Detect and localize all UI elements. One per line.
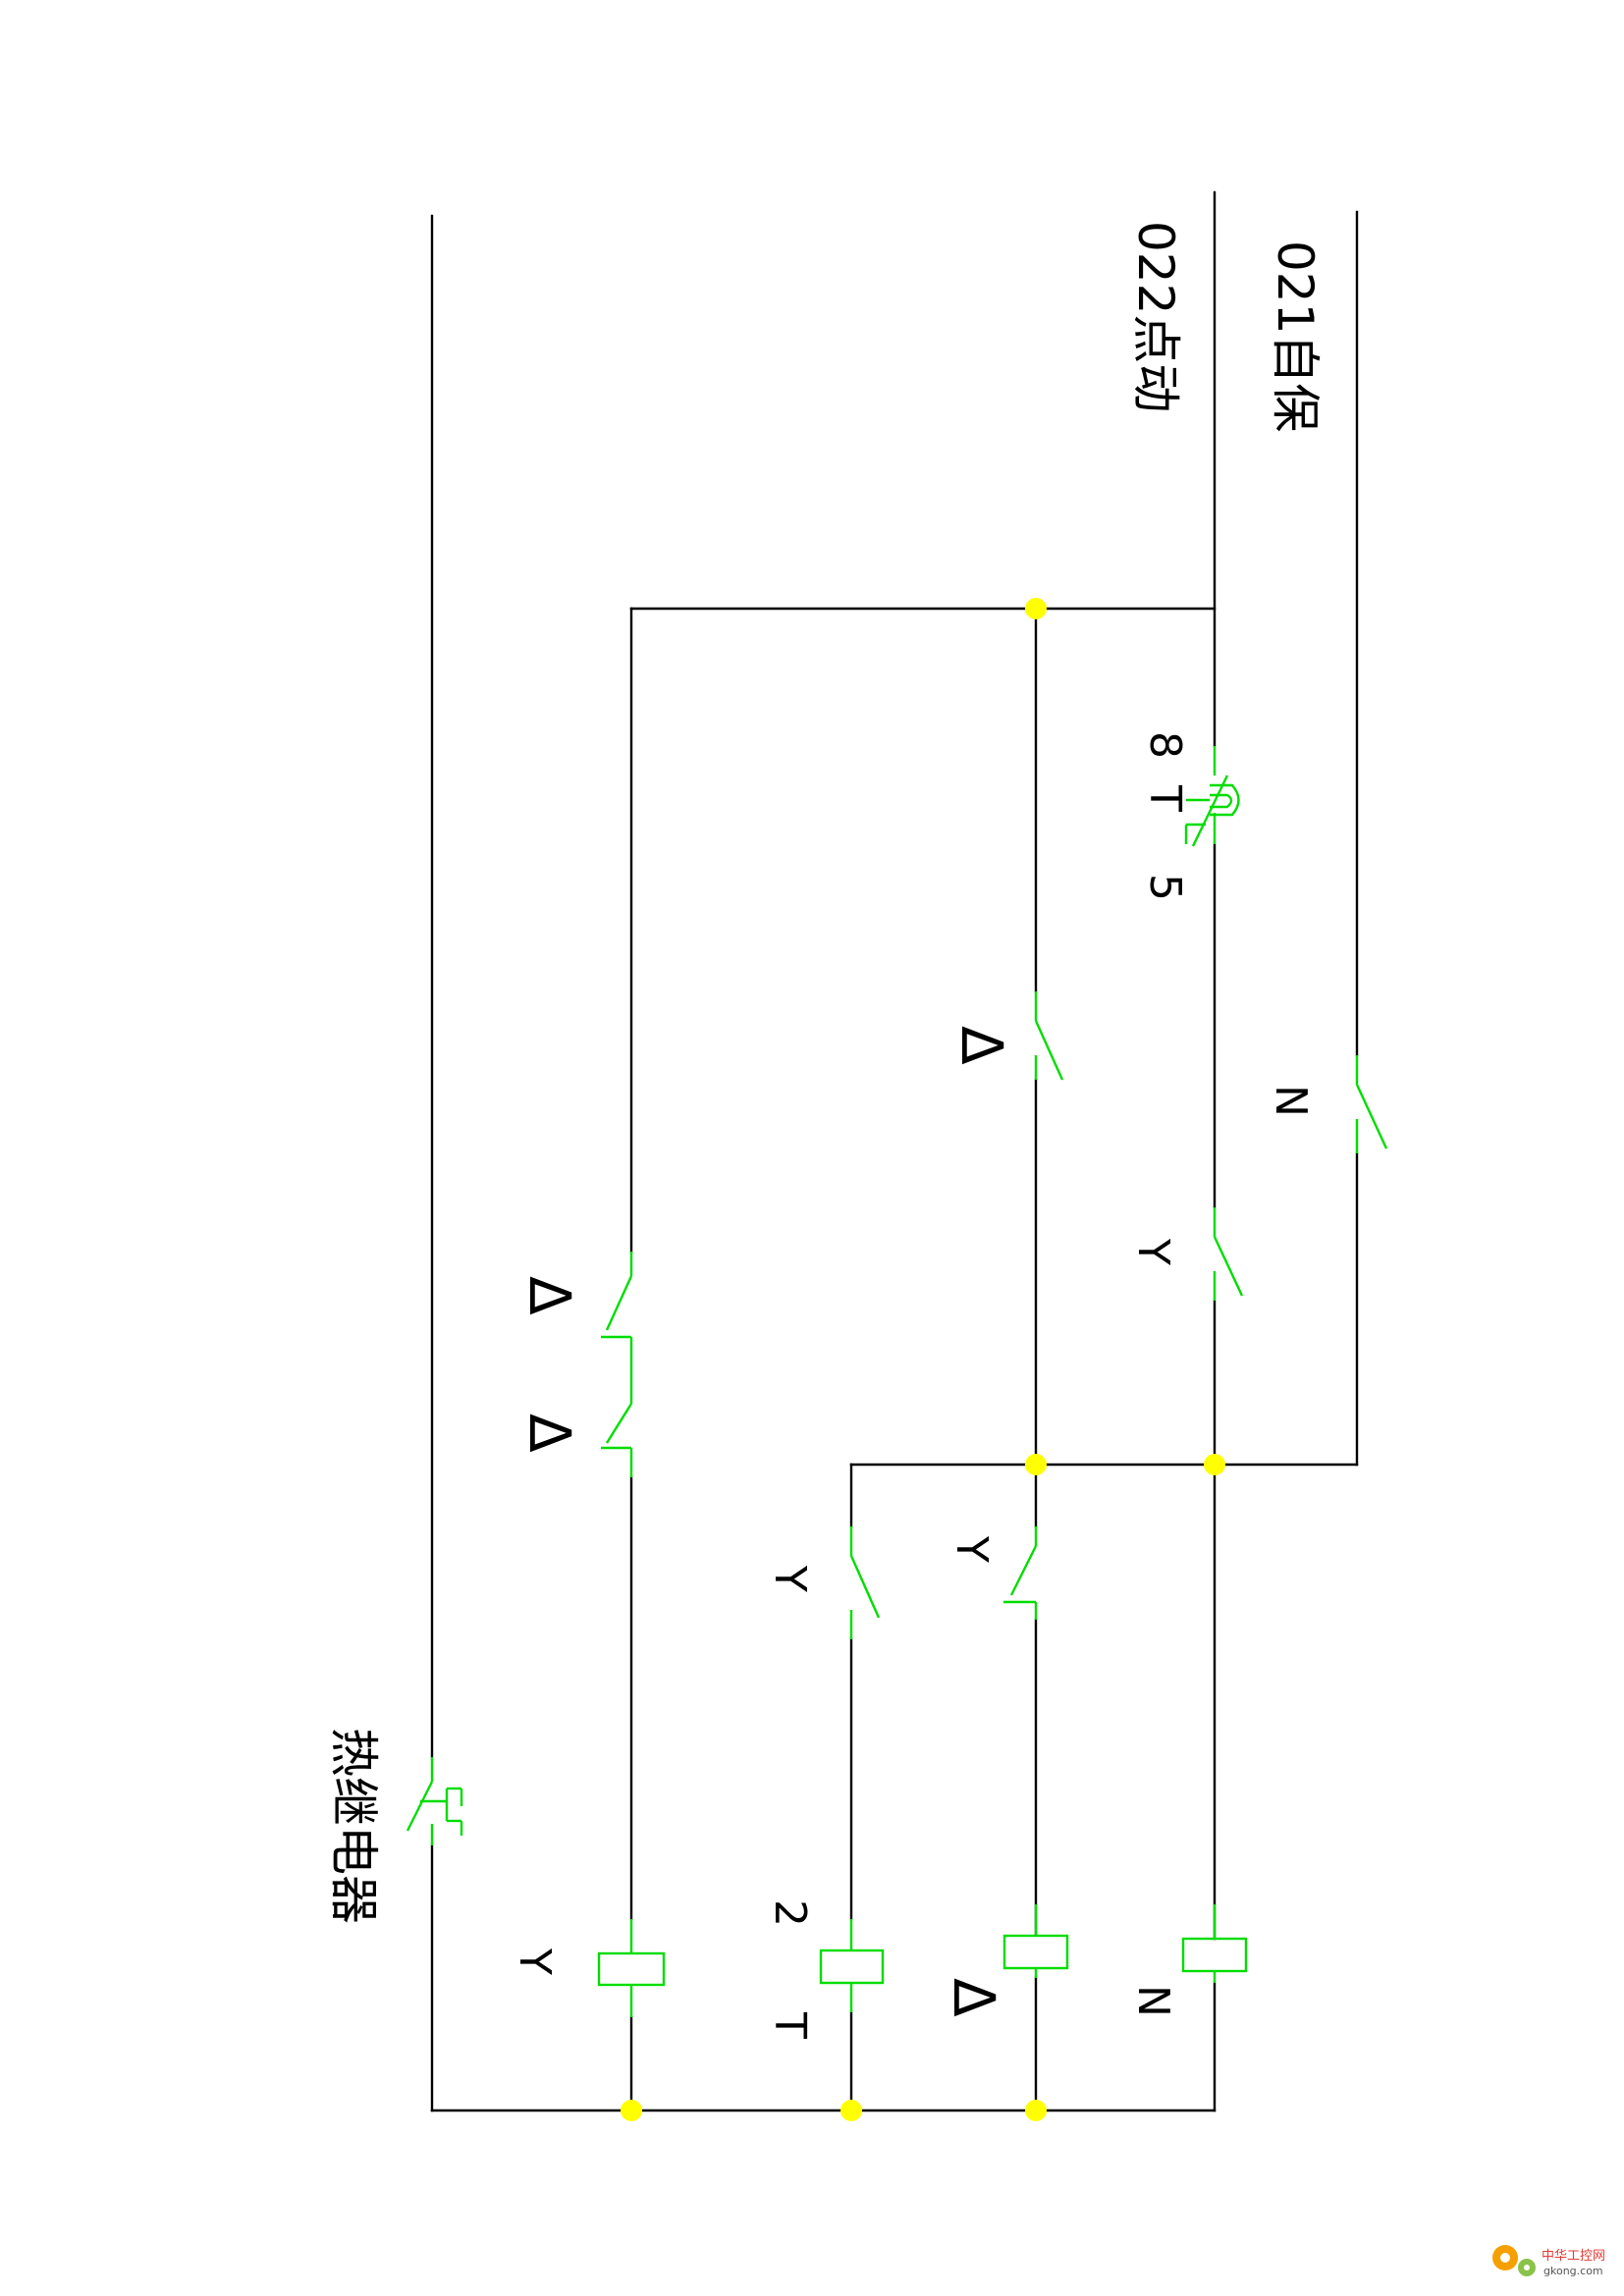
- junction-bottom-timer: [840, 2100, 862, 2121]
- wiring: [430, 190, 1359, 2112]
- label-coil-n: N: [1128, 1985, 1178, 2017]
- contact-delta-nc-2: [601, 1403, 633, 1477]
- contact-y-nc-delta: [1003, 1526, 1038, 1620]
- junction-mid-022: [1204, 1454, 1225, 1475]
- label-coil-t2-t: T: [765, 2011, 815, 2039]
- coil-n: [1181, 1904, 1248, 1983]
- label-contact-delta-top: Δ: [948, 1026, 1015, 1065]
- contact-y-no-upper: [1213, 1207, 1244, 1301]
- thermal-relay-contact: [406, 1757, 463, 1845]
- junction-bottom-delta: [1025, 2100, 1047, 2121]
- junction-mid-delta: [1025, 1454, 1047, 1475]
- label-contact-delta-left-2: Δ: [516, 1414, 583, 1453]
- label-coil-y: Y: [510, 1948, 560, 1975]
- label-timer-5: 5: [1140, 874, 1190, 901]
- junction-bottom-left: [621, 2100, 642, 2121]
- components: [406, 746, 1388, 2017]
- contact-delta-no-top: [1034, 991, 1064, 1081]
- contact-delta-nc-1: [601, 1252, 633, 1404]
- contact-y-no-timer: [849, 1526, 881, 1639]
- label-contact-n: N: [1266, 1085, 1316, 1117]
- label-timer-8: 8: [1140, 731, 1190, 759]
- label-contact-delta-left-1: Δ: [516, 1276, 583, 1315]
- label-coil-delta: Δ: [941, 1978, 1007, 2017]
- watermark-url: gkong.com: [1543, 2265, 1603, 2277]
- label-022: 022点动: [1127, 221, 1184, 412]
- label-contact-y-timer: Y: [765, 1565, 815, 1592]
- junction-top: [1025, 598, 1047, 619]
- label-021: 021自保: [1267, 240, 1324, 432]
- label-thermal-relay: 热继电器: [325, 1728, 382, 1924]
- label-contact-y-delta: Y: [947, 1535, 997, 1563]
- contact-n-no: [1355, 1055, 1388, 1153]
- junctions: [621, 598, 1225, 2121]
- timer-contact-8t5: [1184, 746, 1240, 847]
- label-contact-y-upper: Y: [1128, 1238, 1178, 1265]
- label-coil-t2-num: 2: [765, 1899, 815, 1927]
- label-timer-t: T: [1140, 784, 1190, 812]
- coil-timer-t2: [819, 1919, 885, 2012]
- labels: 021自保 022点动 8 T 5 Δ N Y Δ Δ Y Y 热继电器 Y 2…: [325, 221, 1324, 2039]
- watermark-name: 中华工控网: [1542, 2249, 1605, 2264]
- coil-y: [597, 1919, 666, 2017]
- watermark: 中华工控网 gkong.com: [1492, 2245, 1605, 2277]
- coil-delta: [1002, 1904, 1069, 1978]
